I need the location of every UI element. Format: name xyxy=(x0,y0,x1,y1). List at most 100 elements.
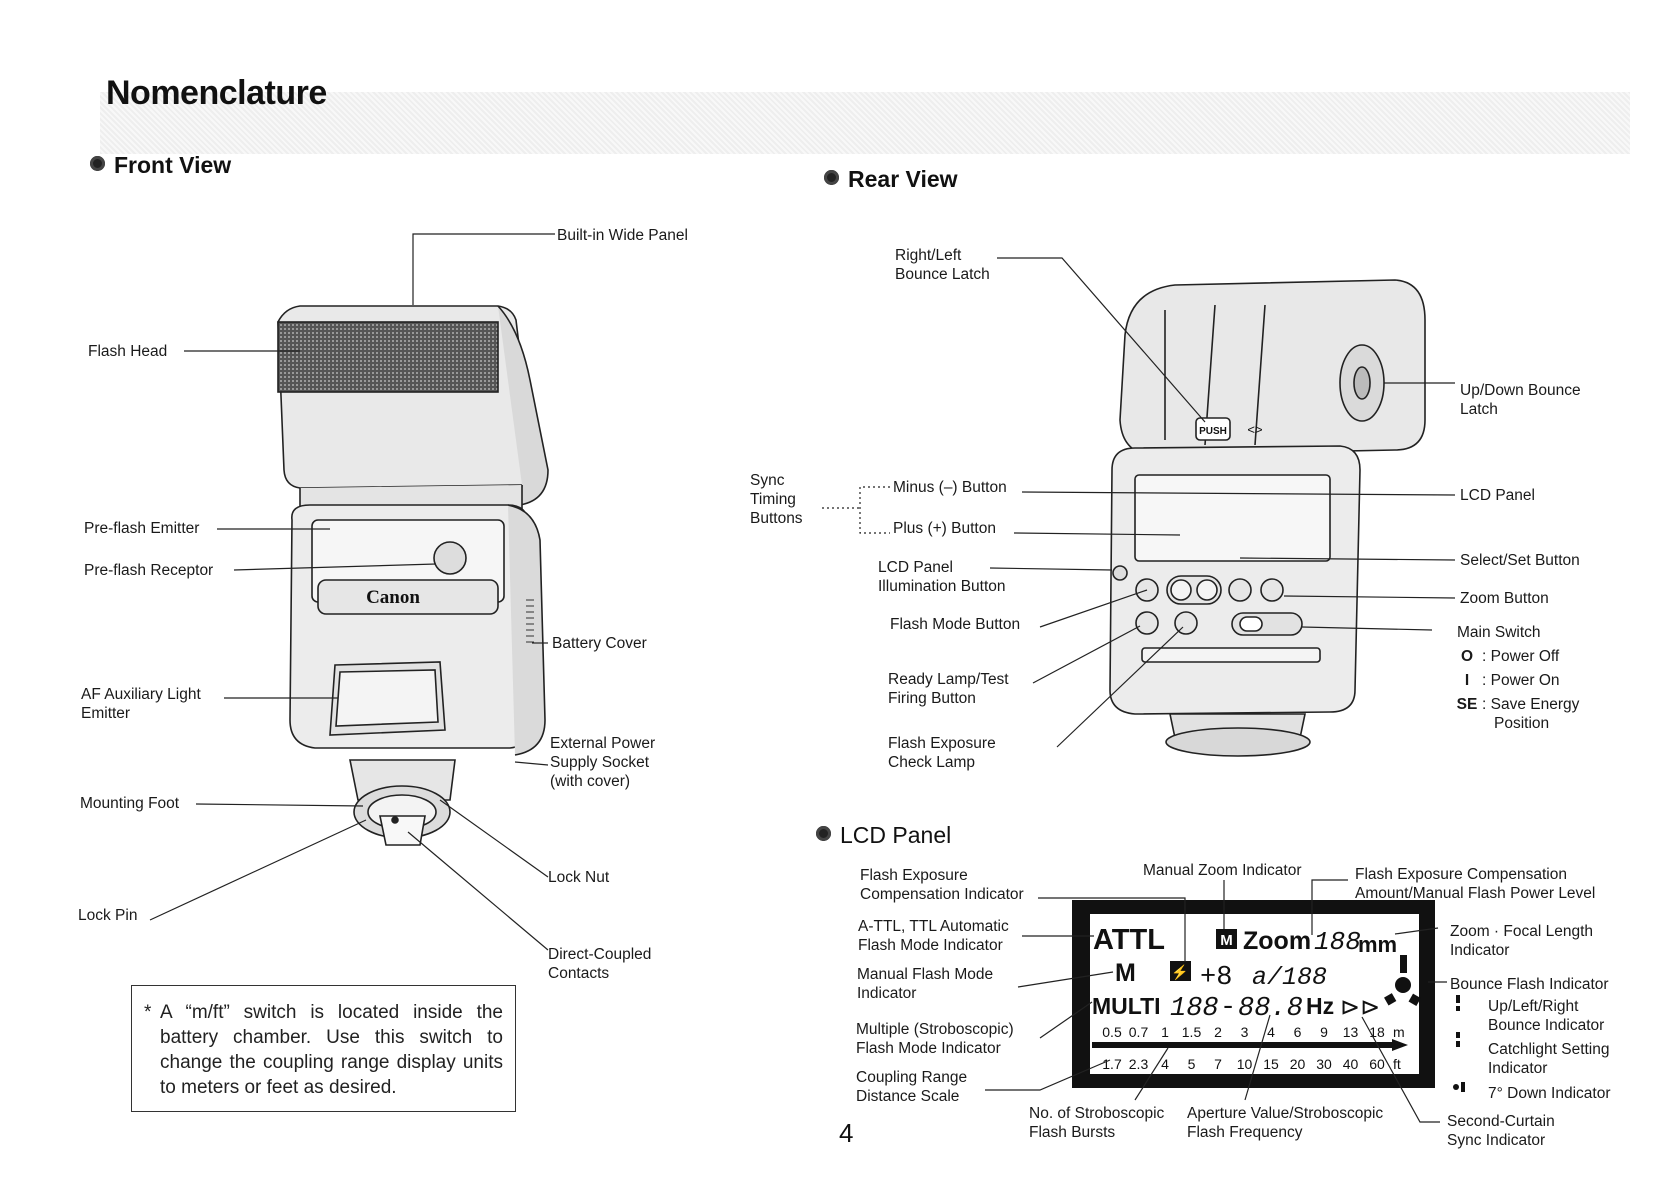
note-asterisk: * xyxy=(144,1002,152,1023)
lcd-attl: ATTL xyxy=(1093,924,1165,956)
scale-label-ft: 15 xyxy=(1263,1056,1279,1072)
scale-label-ft: 2.3 xyxy=(1129,1056,1149,1072)
lcd-dash: - xyxy=(1220,993,1236,1023)
scale-label-m: 1 xyxy=(1161,1024,1169,1040)
scale-label-m: 2 xyxy=(1214,1024,1222,1040)
coupling-scale-bar xyxy=(1092,1042,1392,1048)
af-emitter-front xyxy=(335,669,439,727)
rear-lock-nut xyxy=(1165,727,1311,757)
front-leader-lines xyxy=(149,233,555,951)
bullet-icon xyxy=(816,826,831,841)
zoom-button xyxy=(1260,578,1284,602)
bullet-icon xyxy=(824,170,839,185)
scale-label-m: 1.5 xyxy=(1182,1024,1202,1040)
label-flash-mode-button: Flash Mode Button xyxy=(890,616,1021,633)
lcd-leader-lines xyxy=(985,879,1447,1123)
scale-label-ft: 4 xyxy=(1161,1056,1169,1072)
note-box: * A “m/ft” switch is located inside the … xyxy=(131,985,516,1112)
scale-label-ft: 10 xyxy=(1237,1056,1253,1072)
scale-label-m: 4 xyxy=(1267,1024,1275,1040)
lcd-text: ATTL M Zoom 188 mm M ⚡ +8 a/188 MULTI 18… xyxy=(1092,924,1421,1072)
bullet-icon xyxy=(90,156,105,171)
select-set-button xyxy=(1228,578,1252,602)
rear-lcd-panel xyxy=(1134,474,1331,562)
lcd-manual-zoom-icon xyxy=(1216,929,1237,949)
label-battery-cover: Battery Cover xyxy=(552,635,647,652)
scale-label-m: 18 xyxy=(1369,1024,1385,1040)
rear-flash-illustration: PUSH <> xyxy=(1109,279,1426,757)
label-main-switch: Main Switch xyxy=(1457,624,1541,641)
label-preflash-receptor: Pre-flash Receptor xyxy=(84,562,214,579)
label-select-set-button: Select/Set Button xyxy=(1460,552,1580,569)
foot-contacts xyxy=(379,815,426,846)
lcd-manual-zoom-letter: M xyxy=(1220,932,1233,949)
bounce-legend-icons xyxy=(1453,995,1465,1092)
label-minus-button: Minus (–) Button xyxy=(893,479,1007,496)
lcd-hz: Hz xyxy=(1306,993,1334,1019)
scale-label-ft: 5 xyxy=(1188,1056,1196,1072)
preflash-receptor xyxy=(433,541,467,575)
lcd-diagram: ATTL M Zoom 188 mm M ⚡ +8 a/188 MULTI 18… xyxy=(1072,900,1435,1088)
label-bounce-indicator: Bounce Flash Indicator xyxy=(1450,976,1609,993)
label-zoom-button: Zoom Button xyxy=(1460,590,1549,607)
lcd-focal-length: 188 xyxy=(1314,927,1361,957)
label-plus-button: Plus (+) Button xyxy=(893,520,996,537)
scale-label-m: 0.5 xyxy=(1102,1024,1122,1040)
label-built-in-wide-panel: Built-in Wide Panel xyxy=(557,227,688,244)
scale-label-ft: 40 xyxy=(1343,1056,1359,1072)
lcd-fec-value: +8 xyxy=(1200,963,1232,993)
note-text: A “m/ft” switch is located inside the ba… xyxy=(160,1002,503,1098)
label-switch-on: I: Power On xyxy=(1464,672,1560,689)
label-switch-off: O: Power Off xyxy=(1460,648,1560,665)
lcd-fec-icon xyxy=(1170,961,1191,981)
section-front-view: Front View xyxy=(90,152,231,179)
scale-label-m: 13 xyxy=(1343,1024,1359,1040)
lock-pin xyxy=(391,816,399,824)
lcd-bursts: 188 xyxy=(1170,994,1219,1024)
scale-label-m: 3 xyxy=(1241,1024,1249,1040)
fec-check-lamp xyxy=(1174,611,1198,635)
bounce-icon xyxy=(1384,955,1421,1006)
lcd-zoom: Zoom xyxy=(1243,927,1311,955)
plus-button xyxy=(1196,579,1218,601)
front-flash-illustration: Canon xyxy=(277,305,549,846)
brand-logo: Canon xyxy=(366,587,420,608)
battery-cover-grip xyxy=(526,599,534,643)
lcd-multi: MULTI xyxy=(1092,993,1161,1019)
lcd-mm: mm xyxy=(1358,932,1397,957)
title-band xyxy=(100,92,1630,154)
label-flash-head: Flash Head xyxy=(88,343,168,360)
section-rear-view: Rear View xyxy=(824,166,958,193)
push-button xyxy=(1195,417,1231,441)
scale-label-ft: 1.7 xyxy=(1102,1056,1122,1072)
updown-knob-center xyxy=(1353,366,1371,400)
scale-label-ft: 30 xyxy=(1316,1056,1332,1072)
rear-label-plate xyxy=(1141,647,1321,663)
push-button-label: PUSH xyxy=(1199,426,1227,437)
scale-label-m: 6 xyxy=(1294,1024,1302,1040)
label-multi-indicator: Multiple (Stroboscopic)Flash Mode Indica… xyxy=(856,1021,1014,1057)
label-mounting-foot: Mounting Foot xyxy=(80,795,180,812)
page-number: 4 xyxy=(839,1118,854,1148)
lcd-ft-unit: ft xyxy=(1393,1056,1401,1072)
scale-label-m: 9 xyxy=(1320,1024,1328,1040)
label-7-down: 7° Down Indicator xyxy=(1488,1085,1611,1102)
brand-band xyxy=(317,579,499,615)
rear-leader-lines xyxy=(989,257,1456,748)
